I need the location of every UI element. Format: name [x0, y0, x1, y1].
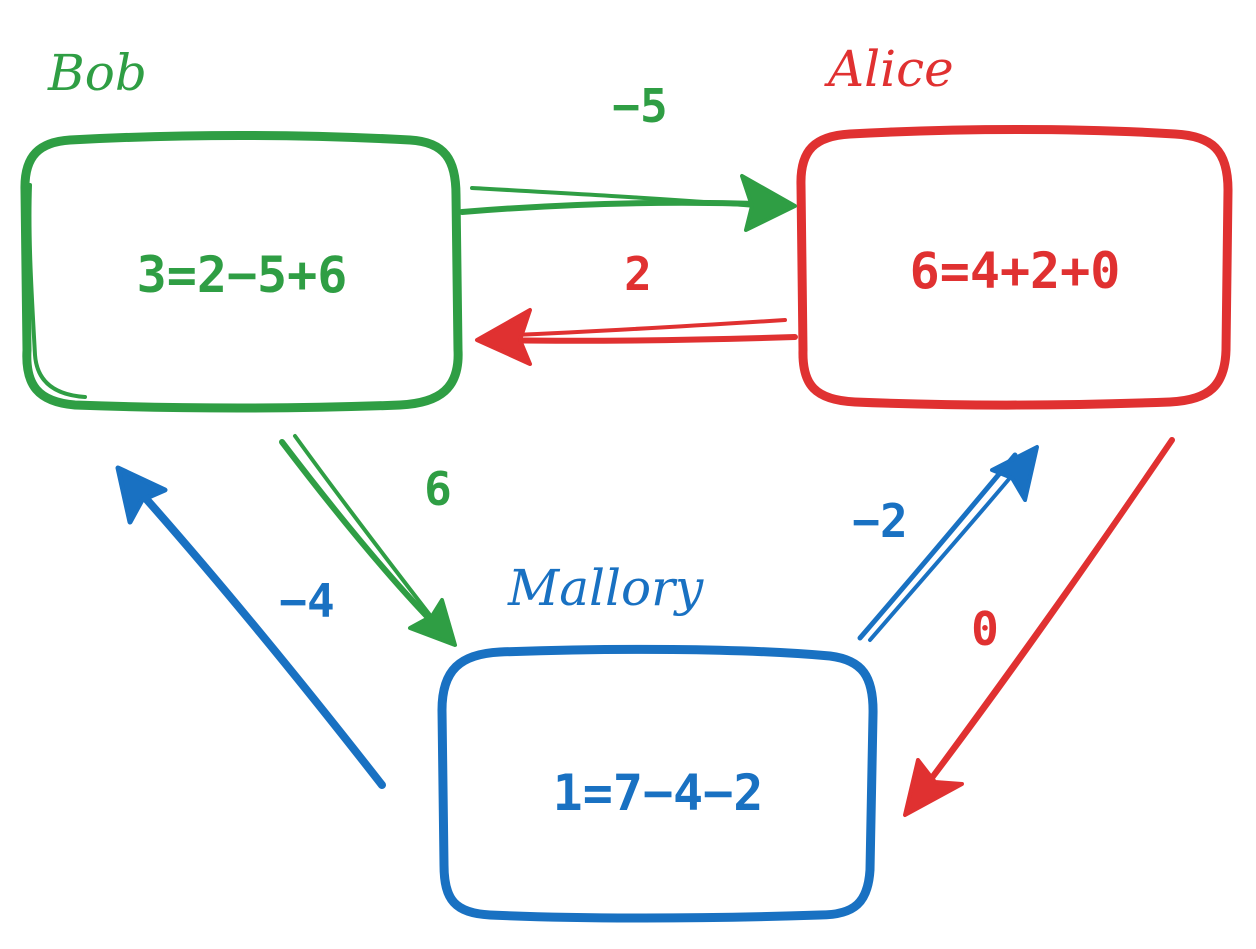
- alice-name: Alice: [824, 40, 954, 98]
- alice-to-mallory-weight: 0: [971, 602, 999, 656]
- alice-to-bob-line: [479, 334, 798, 344]
- bob-to-alice-arrowhead: [740, 174, 797, 232]
- mallory-to-alice-line-sketch: [868, 458, 1027, 642]
- edge-bob-to-mallory: 6: [279, 434, 457, 647]
- edge-mallory-to-alice: −2: [852, 445, 1039, 642]
- mallory-to-bob-arrowhead: [115, 465, 168, 525]
- mallory-to-alice-line: [857, 452, 1018, 641]
- bob-to-alice-line-sketch: [470, 186, 782, 210]
- bob-to-mallory-line-sketch: [293, 434, 442, 630]
- bob-equation: 3=2−5+6: [137, 246, 348, 304]
- mallory-name: Mallory: [507, 559, 704, 617]
- bob-to-mallory-weight: 6: [424, 462, 452, 516]
- alice-to-mallory-arrowhead: [903, 758, 964, 817]
- edge-alice-to-bob: 2: [475, 247, 798, 366]
- mallory-to-alice-weight: −2: [852, 494, 907, 548]
- alice-to-bob-line-sketch: [488, 318, 787, 338]
- bob-to-mallory-arrowhead: [408, 598, 457, 647]
- bob-box: [20, 131, 463, 413]
- node-bob: Bob 3=2−5+6: [20, 44, 463, 413]
- bob-box-sketch-line: [27, 183, 87, 399]
- bob-to-mallory-line: [279, 439, 448, 638]
- mallory-to-bob-weight: −4: [279, 574, 334, 628]
- mallory-equation: 1=7−4−2: [553, 764, 764, 822]
- mallory-to-alice-arrowhead: [990, 445, 1039, 502]
- mallory-box: [437, 644, 878, 923]
- alice-to-bob-arrowhead: [475, 308, 532, 366]
- edge-mallory-to-bob: −4: [115, 465, 386, 789]
- edge-alice-to-mallory: 0: [903, 437, 1175, 817]
- bob-name: Bob: [47, 44, 147, 102]
- alice-to-mallory-line-sketch: [908, 446, 1167, 807]
- mallory-to-bob-line: [121, 471, 386, 789]
- bob-to-alice-weight: −5: [612, 79, 667, 133]
- alice-equation: 6=4+2+0: [910, 242, 1121, 300]
- alice-box: [796, 125, 1233, 410]
- node-mallory: Mallory 1=7−4−2: [437, 559, 878, 923]
- node-alice: Alice 6=4+2+0: [796, 40, 1233, 410]
- edge-bob-to-alice: −5: [459, 79, 797, 232]
- alice-to-bob-weight: 2: [624, 247, 652, 301]
